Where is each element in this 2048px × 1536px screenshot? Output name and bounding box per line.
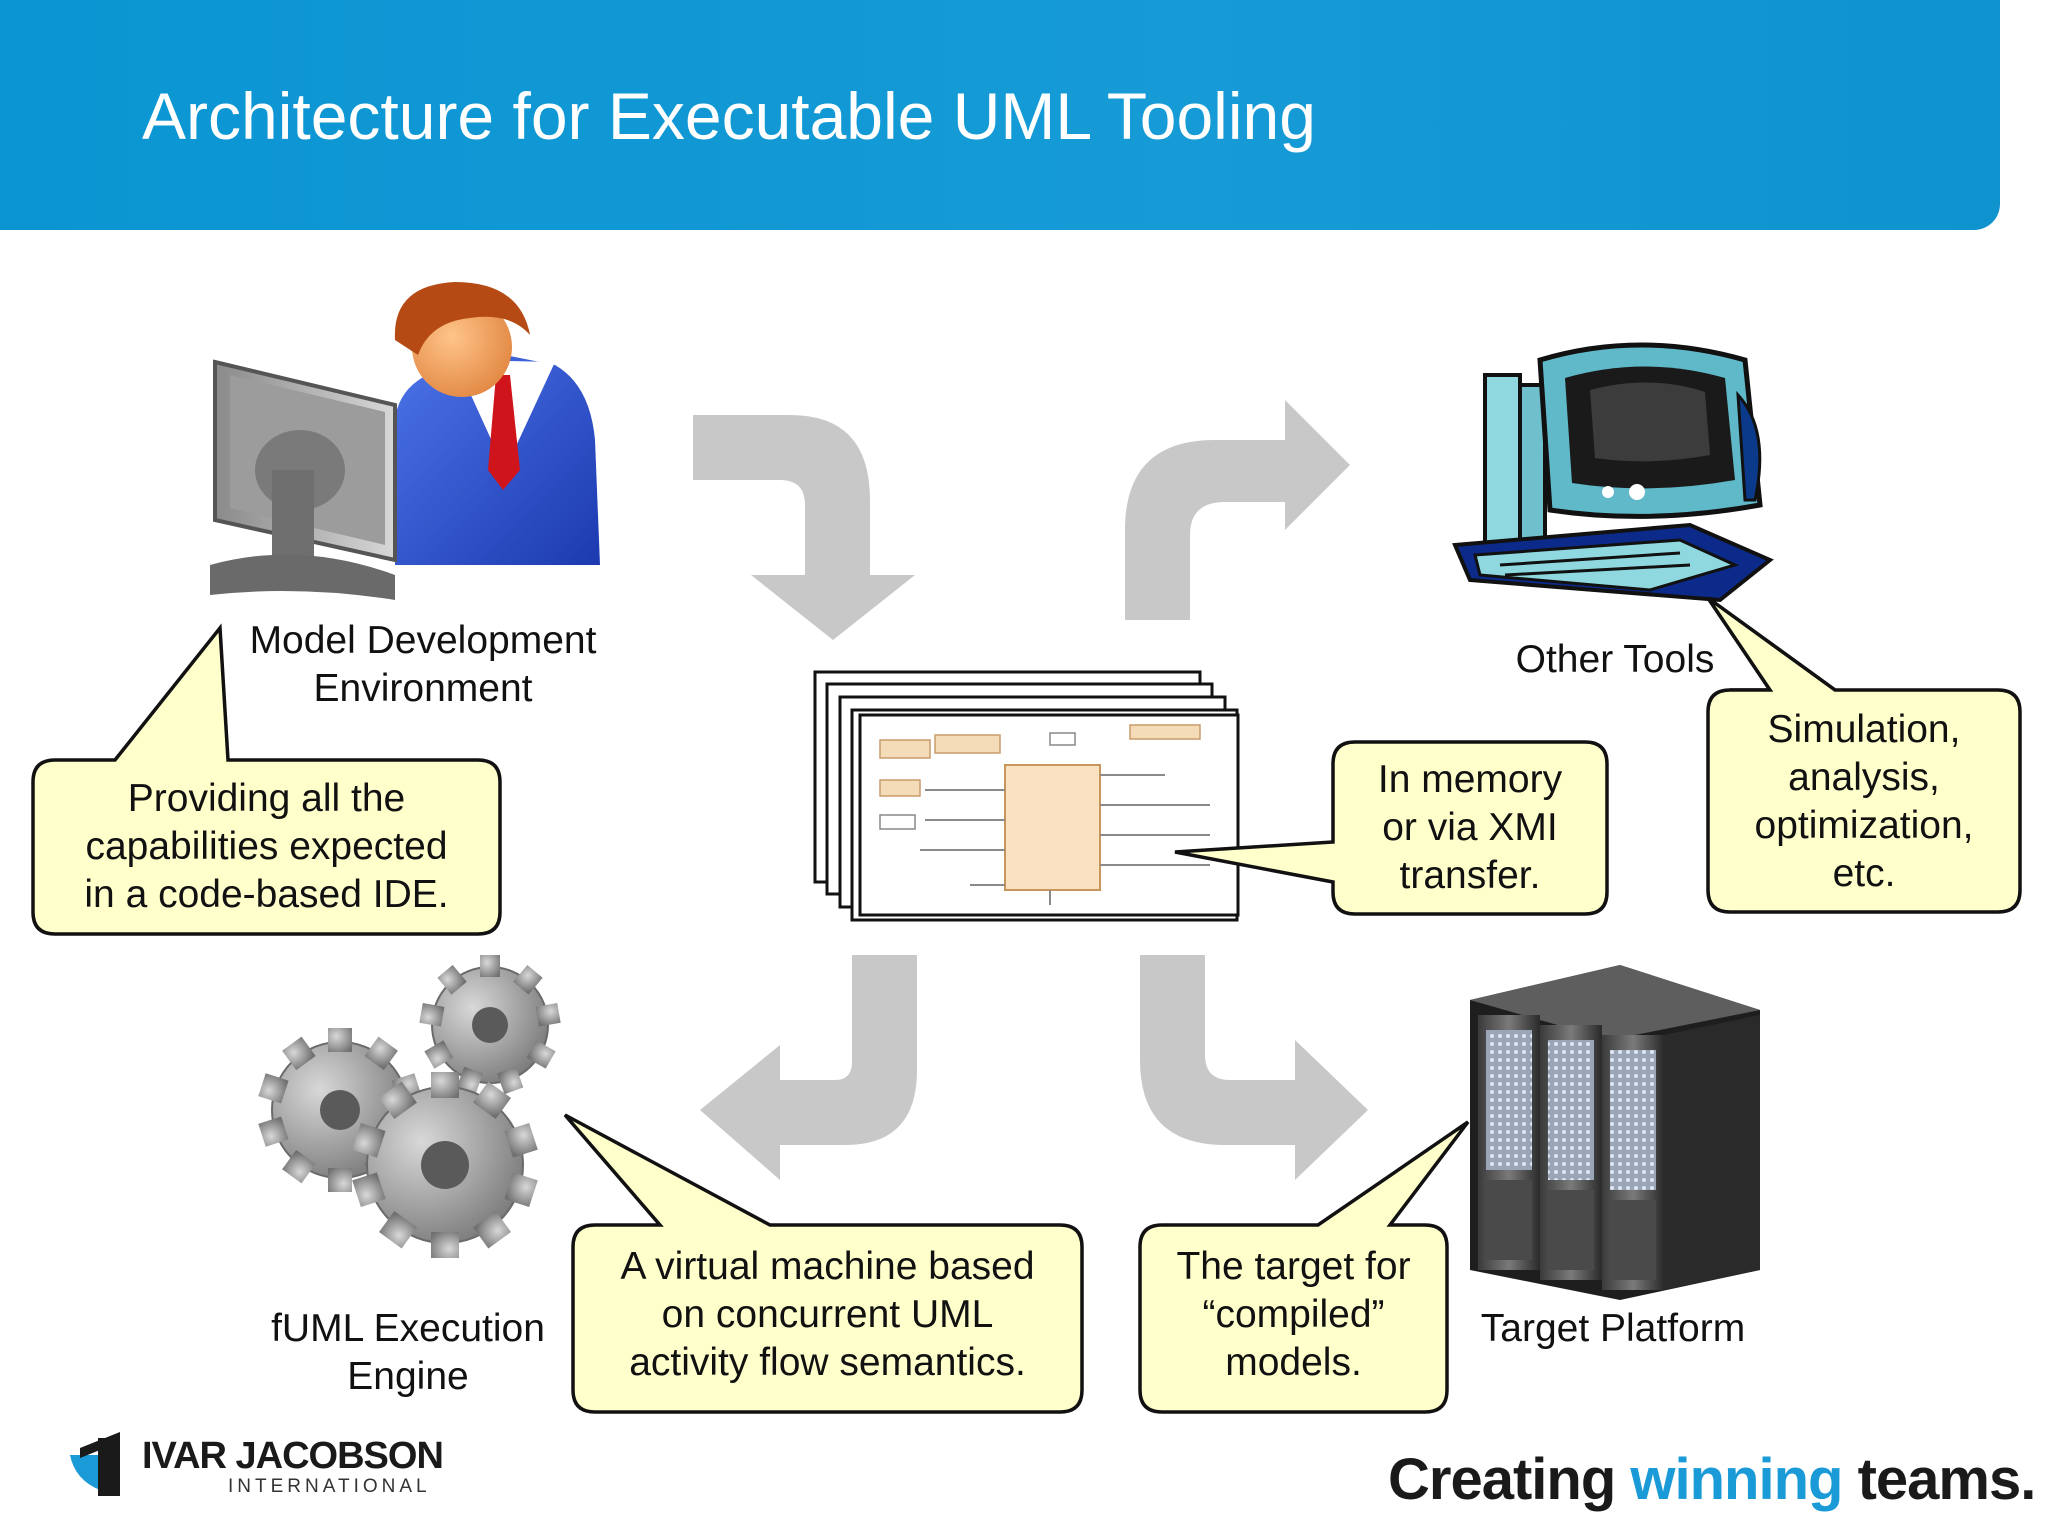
callout-sim-body <box>1706 596 2022 914</box>
arrow-ide-to-model <box>693 415 915 640</box>
callout-vm-text: A virtual machine based on concurrent UM… <box>573 1243 1082 1387</box>
flow-arrows <box>693 400 1368 1180</box>
callout-compiled-line3: models. <box>1225 1341 1362 1384</box>
server-rack-icon <box>1470 965 1760 1300</box>
fuml-label-line1: fUML Execution <box>271 1307 545 1350</box>
callout-ide-line3: in a code-based IDE. <box>84 873 449 916</box>
tagline: Creating winning teams. <box>1388 1446 2037 1513</box>
callout-sim-line4: etc. <box>1832 852 1896 895</box>
model-dev-label-line2: Environment <box>313 667 533 710</box>
target-platform-label: Target Platform <box>1480 1307 1746 1350</box>
model-dev-label: Model Development Environment <box>228 617 618 713</box>
callout-vm-line1: A virtual machine based <box>620 1245 1035 1288</box>
callout-xmi-line2: or via XMI <box>1382 806 1558 849</box>
callout-compiled-bubble <box>1138 1120 1470 1414</box>
page-title: Architecture for Executable UML Tooling <box>142 79 1316 153</box>
tagline-part2: winning <box>1630 1447 1843 1512</box>
ivar-jacobson-logo-icon <box>70 1432 120 1496</box>
arrow-model-to-fuml <box>700 955 917 1180</box>
arrow-model-to-tools <box>1125 400 1350 620</box>
callout-xmi-line1: In memory <box>1377 758 1563 801</box>
fuml-engine-label: fUML Execution Engine <box>248 1305 568 1401</box>
other-tools-label: Other Tools <box>1515 638 1715 681</box>
tagline-part1: Creating <box>1388 1447 1616 1512</box>
company-name-line2: INTERNATIONAL <box>228 1476 431 1497</box>
callout-vm-line3: activity flow semantics. <box>629 1341 1026 1384</box>
callout-sim-line2: analysis, <box>1788 756 1940 799</box>
fuml-label-line2: Engine <box>347 1355 469 1398</box>
desktop-computer-icon <box>1452 342 1774 603</box>
callout-compiled-line2: “compiled” <box>1202 1293 1385 1336</box>
callout-compiled-text: The target for “compiled” models. <box>1140 1243 1447 1387</box>
gears-icon <box>258 955 561 1258</box>
company-name: IVAR JACOBSON INTERNATIONAL <box>142 1435 444 1498</box>
callout-ide-line2: capabilities expected <box>85 825 448 868</box>
callout-xmi-bubble <box>1174 740 1609 916</box>
callout-xmi-text: In memory or via XMI transfer. <box>1333 756 1607 900</box>
callout-ide-text: Providing all the capabilities expected … <box>33 775 500 919</box>
tagline-part3: teams. <box>1857 1447 2037 1512</box>
callout-sim-text: Simulation, analysis, optimization, etc. <box>1708 706 2020 898</box>
callout-xmi-line3: transfer. <box>1399 854 1541 897</box>
company-name-line1: IVAR JACOBSON <box>142 1435 444 1477</box>
model-dev-label-line1: Model Development <box>249 619 597 662</box>
callout-ide-bubble <box>31 623 502 936</box>
callout-sim-line3: optimization, <box>1754 804 1974 847</box>
uml-diagram-stack-icon <box>813 670 1240 922</box>
callouts <box>31 596 2022 1414</box>
arrow-model-to-target <box>1140 955 1368 1180</box>
callout-compiled-line1: The target for <box>1176 1245 1411 1288</box>
callout-vm-bubble <box>563 1113 1084 1414</box>
developer-at-monitor-icon <box>210 282 600 600</box>
callout-sim-line1: Simulation, <box>1767 708 1961 751</box>
callout-vm-line2: on concurrent UML <box>661 1293 994 1336</box>
title-bar: Architecture for Executable UML Tooling <box>0 0 2000 230</box>
callout-ide-line1: Providing all the <box>127 777 406 820</box>
